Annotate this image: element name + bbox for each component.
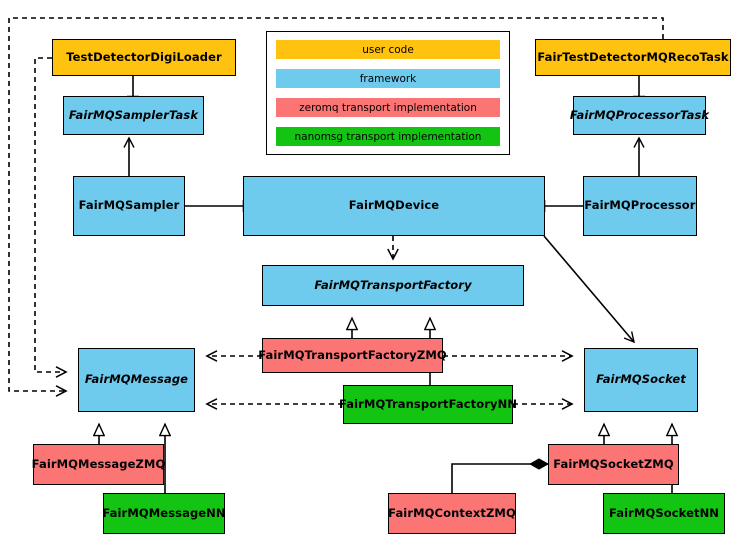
- node-label: FairMQMessageZMQ: [31, 456, 166, 471]
- legend-label: zeromq transport implementation: [299, 101, 477, 114]
- node-label: FairMQTransportFactoryZMQ: [258, 347, 447, 362]
- node-label: FairMQSocket: [596, 372, 686, 387]
- node-fair-mq-processor-task[interactable]: FairMQProcessorTask: [569, 96, 710, 135]
- node-fair-mq-processor[interactable]: FairMQProcessor: [583, 176, 697, 236]
- legend-label: framework: [359, 72, 417, 85]
- node-fair-mq-socket-nn[interactable]: FairMQSocketNN: [603, 493, 725, 534]
- node-fair-mq-transport-factory[interactable]: FairMQTransportFactory: [262, 265, 524, 306]
- legend-item-user-code: user code: [276, 40, 500, 59]
- node-fair-mq-transport-factory-nn[interactable]: FairMQTransportFactoryNN: [339, 385, 517, 424]
- node-fair-mq-device[interactable]: FairMQDevice: [243, 176, 545, 236]
- edge-digiloader-message: [34, 57, 66, 372]
- legend-label: nanomsg transport implementation: [294, 130, 482, 143]
- node-label: TestDetectorDigiLoader: [66, 49, 222, 64]
- node-label: FairMQSamplerTask: [68, 107, 199, 122]
- edge-contextzmq-socketzmq: [451, 464, 548, 493]
- edge-recotask-message: [8, 17, 664, 391]
- node-fair-mq-message[interactable]: FairMQMessage: [78, 348, 195, 412]
- node-label: FairMQSocketNN: [608, 505, 720, 520]
- node-fair-mq-message-nn[interactable]: FairMQMessageNN: [102, 493, 226, 534]
- node-label: FairTestDetectorMQRecoTask: [537, 49, 729, 64]
- node-label: FairMQDevice: [348, 198, 440, 213]
- legend-item-zeromq: zeromq transport implementation: [276, 98, 500, 117]
- node-fair-mq-sampler-task[interactable]: FairMQSamplerTask: [63, 96, 204, 135]
- node-label: FairMQSampler: [78, 198, 180, 213]
- node-fair-mq-transport-factory-zmq[interactable]: FairMQTransportFactoryZMQ: [258, 338, 447, 373]
- node-fair-mq-socket-zmq[interactable]: FairMQSocketZMQ: [548, 444, 679, 485]
- node-fair-mq-sampler[interactable]: FairMQSampler: [73, 176, 185, 236]
- legend-label: user code: [362, 43, 414, 56]
- node-label: FairMQProcessorTask: [569, 107, 710, 122]
- legend: user code framework zeromq transport imp…: [266, 31, 510, 155]
- node-label: FairMQContextZMQ: [388, 505, 516, 520]
- node-label: FairMQMessage: [84, 372, 189, 387]
- node-label: FairMQMessageNN: [102, 505, 226, 520]
- node-fair-mq-socket[interactable]: FairMQSocket: [584, 348, 698, 412]
- node-label: FairMQSocketZMQ: [553, 456, 674, 471]
- node-test-detector-digi-loader[interactable]: TestDetectorDigiLoader: [52, 39, 236, 76]
- node-label: FairMQProcessor: [584, 198, 696, 213]
- node-label: FairMQTransportFactory: [314, 277, 472, 292]
- node-fair-mq-message-zmq[interactable]: FairMQMessageZMQ: [31, 444, 166, 485]
- legend-item-nanomsg: nanomsg transport implementation: [276, 127, 500, 146]
- node-fair-mq-context-zmq[interactable]: FairMQContextZMQ: [388, 493, 516, 534]
- node-fair-test-detector-mq-reco-task[interactable]: FairTestDetectorMQRecoTask: [535, 39, 731, 76]
- legend-item-framework: framework: [276, 69, 500, 88]
- node-label: FairMQTransportFactoryNN: [338, 396, 518, 411]
- edge-device-socket: [543, 235, 635, 344]
